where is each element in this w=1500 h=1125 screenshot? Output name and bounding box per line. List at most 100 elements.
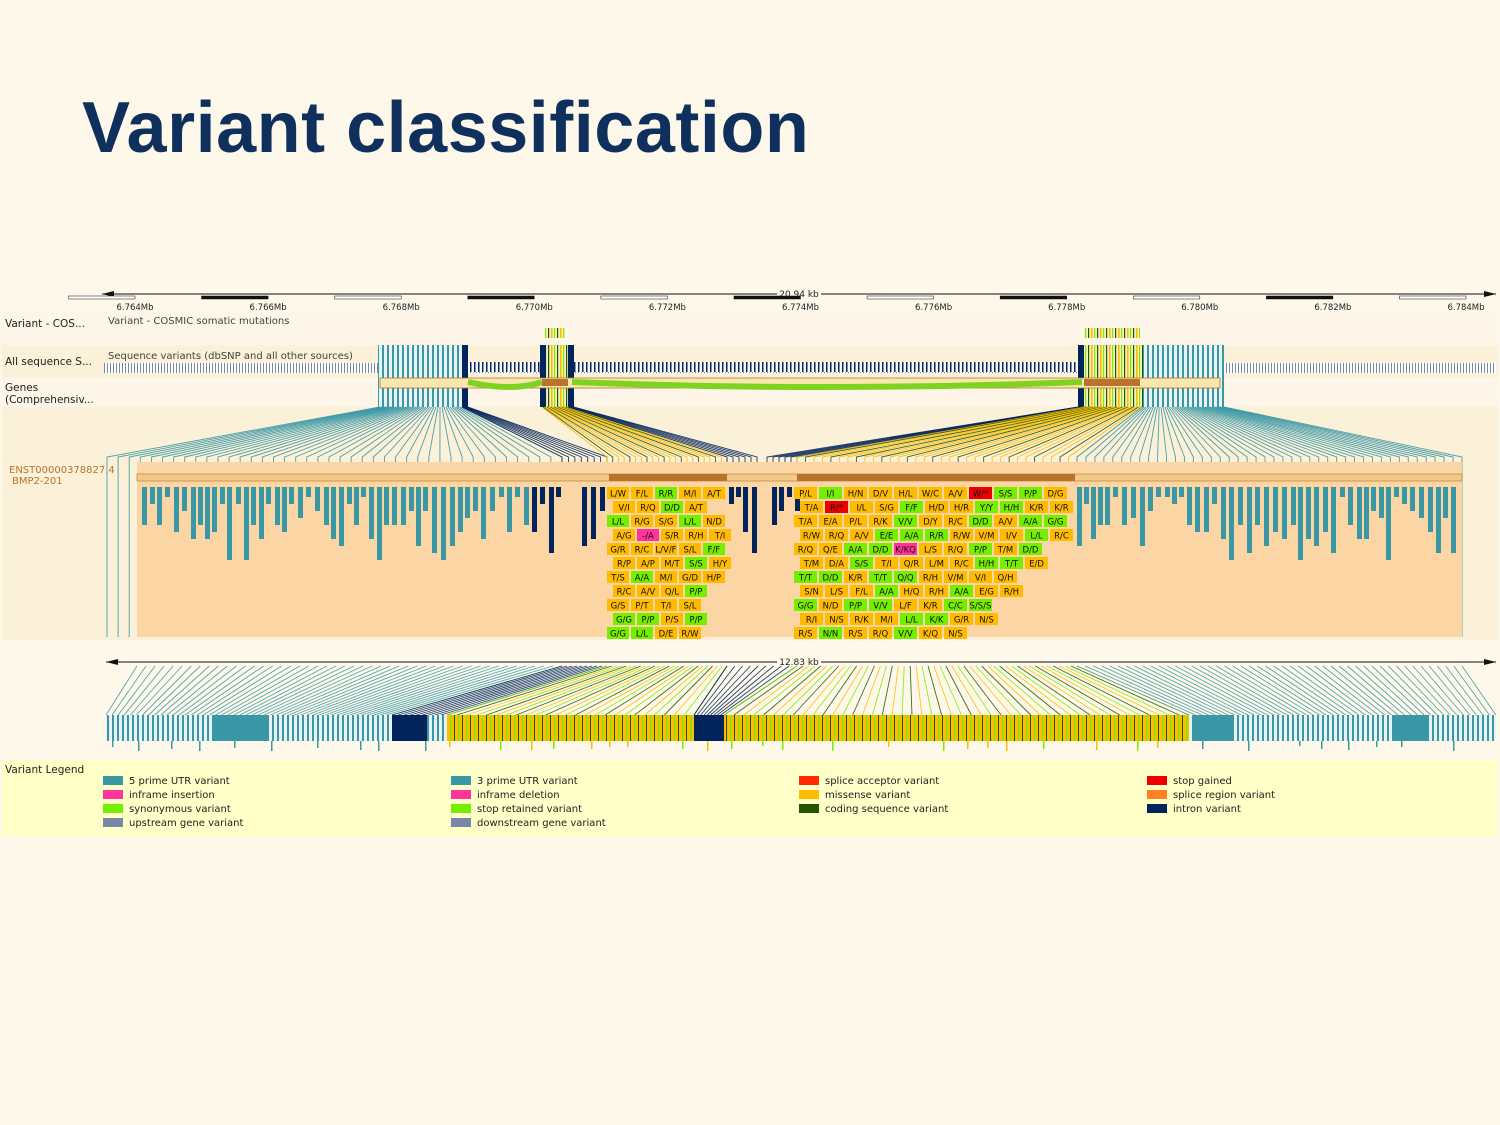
aa-cell [875,613,898,625]
aa-cell [794,543,817,555]
fan-line [951,665,982,716]
aa-cell-label: N/N [823,630,839,640]
aa-cell-label: R/K [854,616,869,626]
aa-cell-label: K/R [848,574,862,584]
zoom-variant-bar [752,487,757,553]
bottom-variant-tick [449,741,451,747]
zoom-variant-bar [1323,487,1328,532]
bottom-variant-tick [1202,741,1204,749]
bottom-variant-tick [425,741,427,751]
aa-cell [894,515,917,527]
bottom-variant-tick [1401,741,1403,747]
zoom-variant-bar [1348,487,1353,525]
aa-cell [950,585,973,597]
zoom-variant-bar [1379,487,1384,518]
aa-cell [900,613,923,625]
zoom-variant-bar [1340,487,1345,497]
fan-line [713,665,774,716]
fan-line [397,665,568,716]
zoom-variant-bar [174,487,179,532]
aa-cell [794,627,817,639]
zoom-variant-bar [1091,487,1096,539]
fan-line [1125,665,1229,716]
aa-cell [661,613,683,625]
aa-cell [819,515,842,527]
fan-line [410,665,578,716]
aa-cell-label: A/A [879,588,894,598]
aa-cell [679,599,701,611]
aa-cell-label: R/W [681,630,699,640]
bottom-variant-tick [553,741,555,749]
legend-item-inframe-insertion: inframe insertion [103,790,215,803]
legend-swatch [451,776,471,785]
zoom-variant-bar [331,487,336,539]
genes-track-label-1[interactable]: Genes [5,382,39,394]
ruler-segment [467,295,535,300]
aa-cell [869,487,892,499]
aa-cell [637,557,659,569]
fan-line [802,665,846,716]
genes-track-label-2[interactable]: (Comprehensiv... [5,394,94,406]
aa-cell [994,543,1017,555]
aa-cell [869,599,892,611]
aa-cell-label: I/L [856,504,866,514]
fan-line [945,665,972,716]
aa-cell [844,627,867,639]
aa-cell-label: V/M [947,574,963,584]
aa-cell [900,529,923,541]
aa-cell-label: H/L [899,490,913,500]
aa-cell-label: A/A [954,588,969,598]
fan-line [404,665,573,716]
aa-cell [703,543,725,555]
gene-exon2 [1084,379,1140,386]
aa-cell [655,627,677,639]
aa-cell [661,529,683,541]
aa-cell [661,501,683,513]
aa-cell [919,515,942,527]
bottom-variant-tick [1157,741,1159,748]
bottom-variant-tick [782,741,784,750]
aa-cell [969,599,992,611]
legend-item-stop-gained: stop gained [1147,776,1232,789]
legend-label: inframe insertion [129,790,215,801]
aa-cell [844,599,867,611]
ruler-segment [733,295,801,300]
aa-cell-label: A/G [616,532,631,542]
aa-cell [825,613,848,625]
variants-track-label[interactable]: All sequence S... [5,356,92,368]
aa-cell [637,501,659,513]
zoom-variant-bar [1264,487,1269,546]
aa-cell [944,515,967,527]
fan-line [1428,665,1471,716]
aa-cell-label: K/R [1029,504,1043,514]
fan-line [1379,665,1431,716]
aa-cell [685,529,707,541]
aa-cell [969,543,992,555]
aa-cell-label: N/D [706,518,722,528]
cosmic-track-label[interactable]: Variant - COS... [5,318,85,330]
aa-cell-label: T/I [714,532,726,542]
transcript-id-label[interactable]: ENST00000378827.4 [9,465,115,476]
aa-cell-label: H/Y [713,560,728,570]
aa-cell-label: T/T [1004,560,1019,570]
aa-cell [950,557,973,569]
bottom-variant-tick [171,741,173,749]
zoom-variant-bars [142,487,1456,560]
bottom-variant-tick [762,741,764,746]
aa-cell-label: G/R [954,616,969,626]
aa-cell [794,515,817,527]
aa-cell [679,515,701,527]
aa-cell [800,529,823,541]
bottom-variant-tick [591,741,593,749]
aa-cell [975,557,998,569]
aa-cell-label: D/D [664,504,680,514]
zoom-variant-bar [182,487,187,511]
aa-cell [869,571,892,583]
intron-edge-4 [1078,345,1084,407]
aa-cell [709,529,731,541]
transcript-name-label[interactable]: BMP2-201 [12,476,63,487]
slide-title: Variant classification [82,88,810,168]
aa-cell-label: M/I [684,490,697,500]
aa-cell-label: N/D [823,602,839,612]
aa-cell [1044,487,1067,499]
